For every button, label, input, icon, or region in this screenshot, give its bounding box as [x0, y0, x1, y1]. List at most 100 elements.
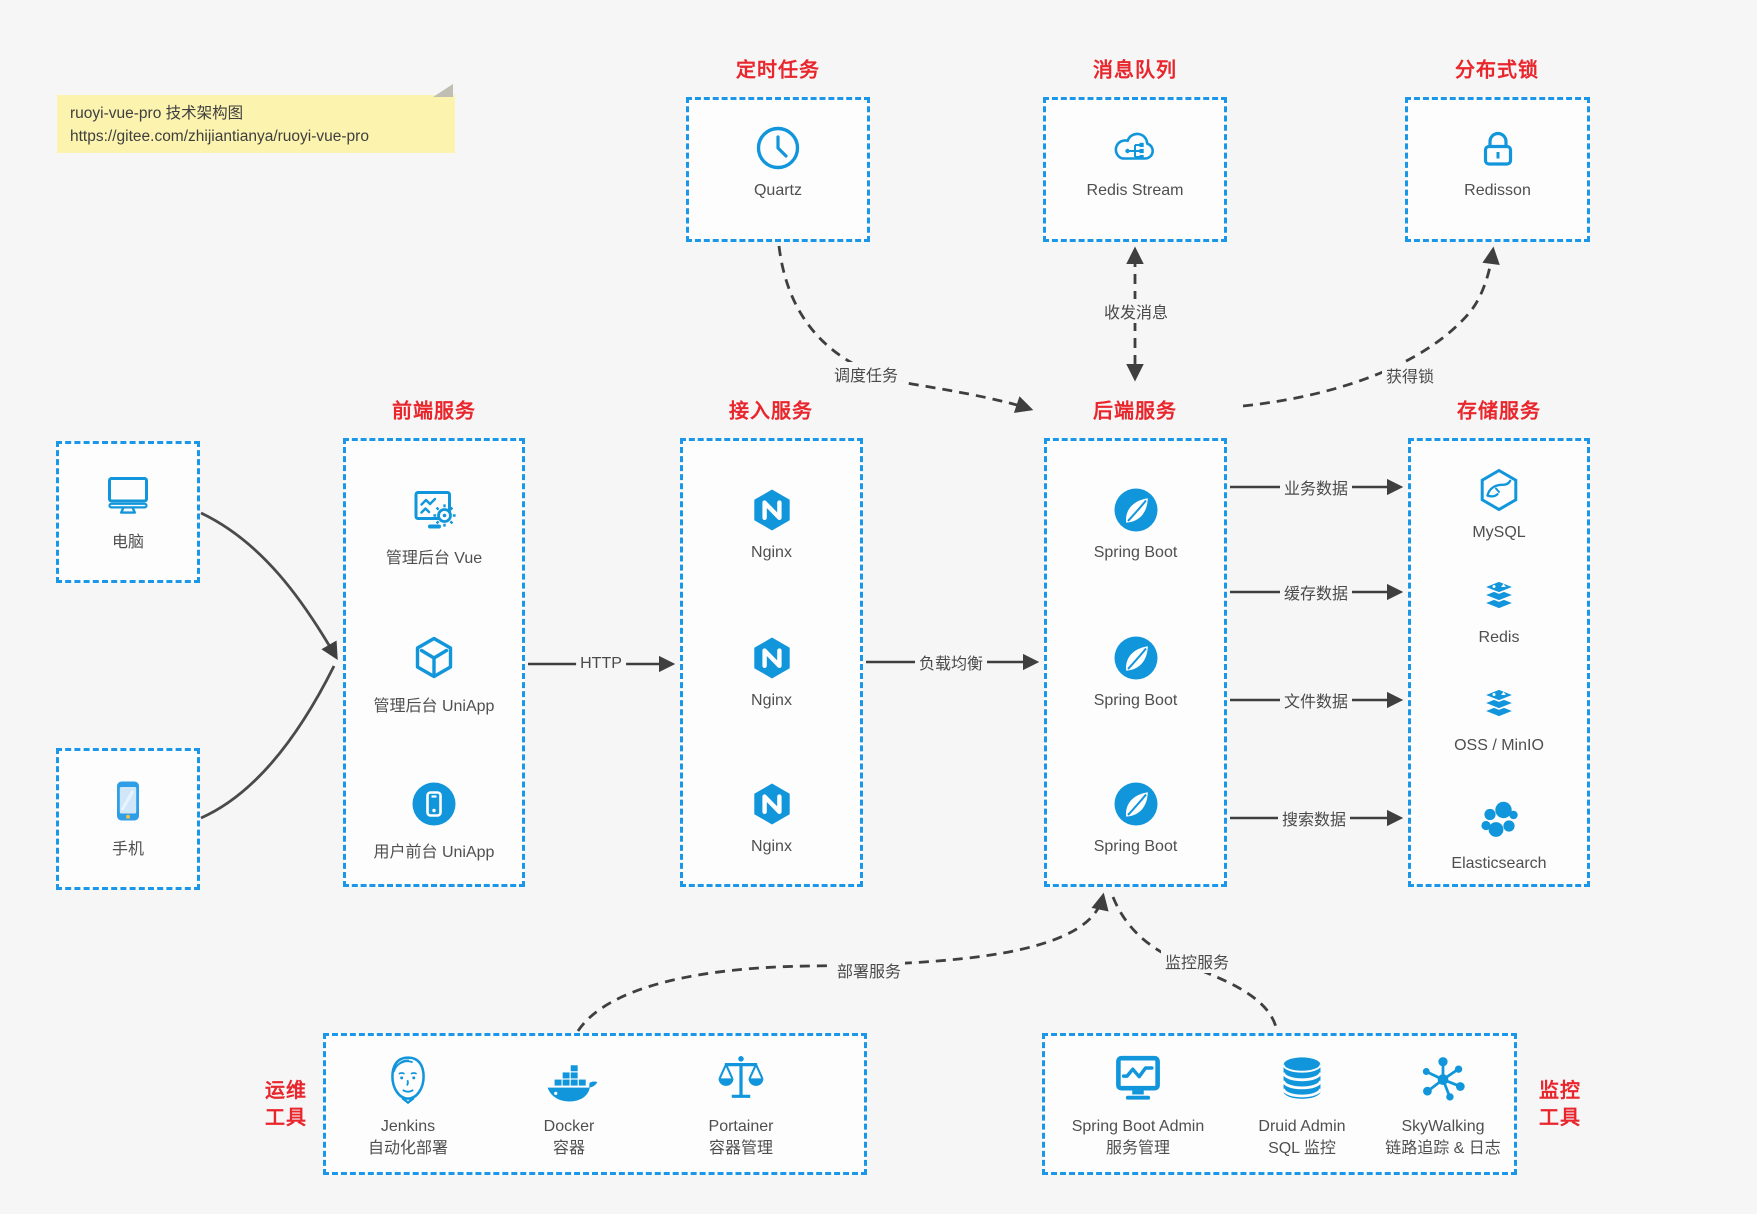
- node-redis-stream: Redis Stream: [1046, 122, 1224, 200]
- group-title-ops: 运维 工具: [265, 1078, 307, 1132]
- node-admin-vue: 管理后台 Vue: [346, 484, 522, 568]
- node-spring-boot-2: Spring Boot: [1047, 632, 1224, 710]
- node-spring-boot-3: Spring Boot: [1047, 778, 1224, 856]
- node-nginx-2: Nginx: [683, 632, 860, 710]
- group-title-backend: 后端服务: [1093, 400, 1177, 423]
- edge-label-file: 文件数据: [1279, 688, 1353, 712]
- edge-label-schedule: 调度任务: [829, 362, 903, 386]
- node-nginx-3: Nginx: [683, 778, 860, 856]
- node-label: Quartz: [753, 182, 802, 199]
- spring-boot-admin-monitor-icon: [1116, 1055, 1160, 1100]
- skywalking-topology-icon: [1422, 1057, 1465, 1101]
- tool-desc: 容器管理: [708, 1140, 773, 1157]
- node-pc: 电脑: [59, 468, 197, 552]
- node-jenkins: Jenkins 自动化部署: [338, 1049, 478, 1160]
- box-mobile-client: 手机: [56, 748, 200, 890]
- node-user-uniapp: 用户前台 UniApp: [346, 778, 522, 862]
- node-docker: Docker 容器: [499, 1049, 639, 1160]
- tool-desc: SQL 监控: [1268, 1140, 1336, 1157]
- edge-label-business: 业务数据: [1279, 475, 1353, 499]
- box-storage-services: MySQL Redis OSS / MinIO: [1408, 438, 1590, 887]
- edge-phone-to-frontend: [200, 665, 336, 820]
- clock-icon: [756, 126, 800, 170]
- node-label: Spring Boot: [1093, 544, 1178, 561]
- spring-boot-leaf-icon: [1114, 782, 1157, 826]
- tool-desc: 自动化部署: [367, 1140, 448, 1157]
- box-ops-tools: Jenkins 自动化部署 Docker 容器: [323, 1033, 867, 1175]
- group-title-frontend: 前端服务: [392, 400, 476, 423]
- edge-label-search: 搜索数据: [1277, 806, 1351, 830]
- nginx-hexagon-icon: [753, 637, 790, 679]
- tool-name: SkyWalking: [1401, 1118, 1485, 1135]
- node-label: 用户前台 UniApp: [373, 844, 495, 861]
- nginx-hexagon-icon: [753, 783, 790, 825]
- edge-acquire-lock: [1242, 246, 1500, 408]
- ops-title-line1: 运维: [265, 1080, 307, 1102]
- druid-database-icon: [1282, 1057, 1322, 1099]
- group-title-lock: 分布式锁: [1455, 59, 1539, 82]
- tool-name: Docker: [543, 1118, 595, 1135]
- node-skywalking: SkyWalking 链路追踪 & 日志: [1358, 1049, 1528, 1160]
- admin-vue-monitor-gear-icon: [414, 491, 456, 529]
- box-monitoring-tools: Spring Boot Admin 服务管理 Druid Admin SQL 监…: [1042, 1033, 1517, 1175]
- node-label: OSS / MinIO: [1454, 737, 1544, 754]
- edge-label-load-balance: 负载均衡: [914, 650, 988, 674]
- tool-name: Druid Admin: [1258, 1118, 1346, 1135]
- node-mysql: MySQL: [1411, 464, 1587, 542]
- edge-label-monitor: 监控服务: [1160, 949, 1234, 973]
- node-label: Spring Boot: [1093, 692, 1178, 709]
- edge-schedule-task: [777, 245, 1034, 413]
- note-fold-corner: [433, 84, 453, 97]
- node-redis: Redis: [1411, 569, 1587, 647]
- user-uniapp-phone-icon: [412, 782, 456, 826]
- spring-boot-leaf-icon: [1114, 488, 1157, 532]
- tool-name: Portainer: [708, 1118, 774, 1135]
- tool-name: Jenkins: [380, 1118, 436, 1135]
- edge-label-cache: 缓存数据: [1279, 580, 1353, 604]
- node-label: MySQL: [1472, 524, 1526, 541]
- edge-label-deploy: 部署服务: [832, 958, 906, 982]
- node-label: Redis: [1478, 629, 1520, 646]
- edge-label-message: 收发消息: [1099, 299, 1173, 323]
- elasticsearch-cluster-icon: [1481, 801, 1518, 837]
- edge-pc-to-frontend: [200, 511, 338, 661]
- redis-stack-icon: [1481, 580, 1517, 610]
- node-elasticsearch: Elasticsearch: [1411, 795, 1587, 873]
- box-message-queue: Redis Stream: [1043, 97, 1227, 242]
- desktop-icon: [108, 477, 148, 514]
- box-frontend-services: 管理后台 Vue 管理后台 UniApp 用户前台 UniApp: [343, 438, 525, 887]
- lock-icon: [1483, 131, 1512, 166]
- nginx-hexagon-icon: [753, 489, 790, 531]
- node-spring-boot-admin: Spring Boot Admin 服务管理: [1045, 1049, 1231, 1160]
- node-spring-boot-1: Spring Boot: [1047, 484, 1224, 562]
- node-quartz: Quartz: [689, 122, 867, 200]
- note-title: ruoyi-vue-pro 技术架构图: [70, 105, 244, 122]
- tool-name: Spring Boot Admin: [1071, 1118, 1205, 1135]
- jenkins-butler-icon: [391, 1056, 425, 1105]
- tool-desc: 服务管理: [1105, 1140, 1170, 1157]
- node-label: 管理后台 UniApp: [373, 698, 495, 715]
- edge-label-http: HTTP: [576, 655, 626, 673]
- node-label: Nginx: [751, 692, 792, 709]
- node-label: Nginx: [751, 838, 792, 855]
- redis-stack-icon: [1481, 688, 1517, 718]
- box-pc-client: 电脑: [56, 441, 200, 583]
- node-admin-uniapp: 管理后台 UniApp: [346, 632, 522, 716]
- note-url: https://gitee.com/zhijiantianya/ruoyi-vu…: [70, 128, 369, 145]
- node-portainer: Portainer 容器管理: [666, 1049, 816, 1160]
- spring-boot-leaf-icon: [1114, 636, 1157, 680]
- box-scheduled-task: Quartz: [686, 97, 870, 242]
- node-label: Elasticsearch: [1451, 855, 1547, 872]
- box-distributed-lock: Redisson: [1405, 97, 1590, 242]
- mobile-phone-icon: [117, 781, 139, 821]
- edge-label-lock: 获得锁: [1381, 363, 1439, 387]
- cloud-share-icon: [1114, 132, 1154, 160]
- uniapp-cube-icon: [415, 636, 453, 679]
- node-label: Redis Stream: [1086, 182, 1184, 199]
- box-backend-services: Spring Boot Spring Boot Spring Boot: [1044, 438, 1227, 887]
- node-oss-minio: OSS / MinIO: [1411, 677, 1587, 755]
- portainer-scales-icon: [718, 1056, 764, 1098]
- monitoring-title-line1: 监控: [1539, 1080, 1581, 1102]
- node-label: Spring Boot: [1093, 838, 1178, 855]
- docker-whale-icon: [547, 1065, 598, 1102]
